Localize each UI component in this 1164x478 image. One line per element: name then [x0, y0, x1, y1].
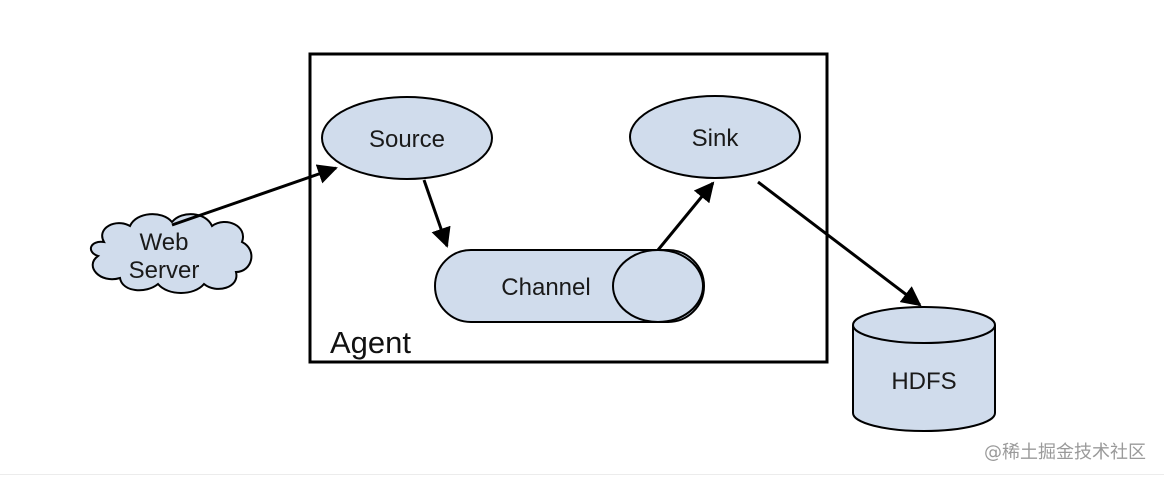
hdfs-database: HDFS	[852, 306, 996, 432]
sink-node: Sink	[629, 95, 801, 179]
channel-label: Channel	[501, 274, 590, 301]
hdfs-label: HDFS	[891, 368, 956, 395]
channel-node: Channel	[434, 249, 705, 323]
bottom-divider	[0, 474, 1164, 475]
web-server-label-line2: Server	[129, 257, 200, 284]
agent-box	[308, 52, 829, 364]
agent-label: Agent	[330, 325, 411, 360]
arrow-sink-to-hdfs	[757, 180, 922, 307]
source-node: Source	[321, 96, 493, 180]
arrow-channel-to-sink	[656, 181, 715, 251]
sink-label: Sink	[692, 125, 740, 152]
watermark-text: @稀土掘金技术社区	[984, 442, 1146, 463]
source-label: Source	[369, 126, 445, 153]
arrow-source-to-channel	[422, 179, 451, 248]
web-server-cloud: Web Server	[89, 213, 253, 294]
arrow-webserver-to-source	[171, 164, 338, 227]
web-server-label-line1: Web	[140, 229, 189, 256]
